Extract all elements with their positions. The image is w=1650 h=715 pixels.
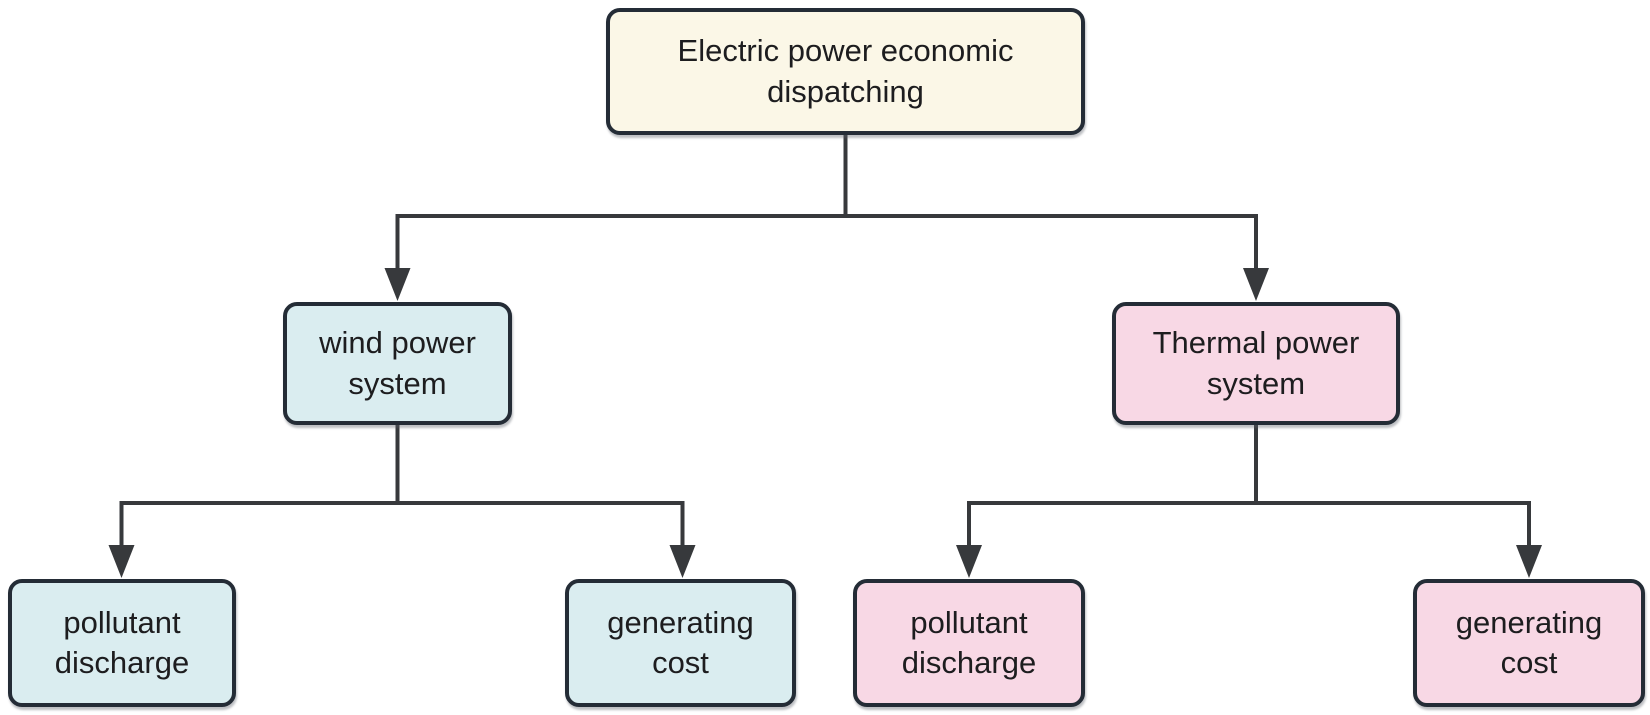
node-wind-generating-cost: generating cost [565,579,796,707]
node-label: generating cost [1455,604,1603,680]
arrowhead-to-thermal-cost [1516,545,1542,578]
node-label: Electric power economic dispatching [677,33,1014,109]
connector-thermal-bar [967,501,1531,552]
node-label: pollutant discharge [54,604,190,680]
node-label: wind power system [319,325,476,401]
arrowhead-to-wind-cost [669,545,696,578]
arrowhead-to-wind-pollutant [108,545,135,578]
node-electric-power-economic-dispatching: Electric power economic dispatching [606,8,1085,135]
node-thermal-power-system: Thermal power system [1112,302,1400,425]
node-thermal-generating-cost: generating cost [1413,579,1645,707]
arrowhead-to-wind [384,268,411,301]
node-label: pollutant discharge [901,604,1037,680]
node-label: generating cost [607,604,754,680]
arrowhead-to-thermal-pollutant [956,545,982,578]
node-label: Thermal power system [1152,325,1360,401]
arrowhead-to-thermal [1243,268,1269,301]
node-wind-power-system: wind power system [283,302,512,425]
node-thermal-pollutant-discharge: pollutant discharge [853,579,1085,707]
connector-level1-bar [395,214,1258,272]
node-wind-pollutant-discharge: pollutant discharge [8,579,236,707]
connector-wind-bar [119,501,685,552]
